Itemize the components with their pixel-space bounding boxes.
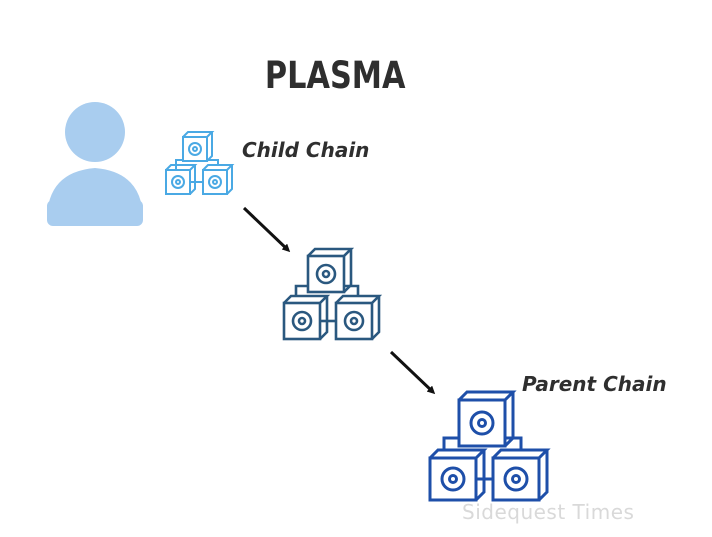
user-icon — [47, 102, 143, 226]
child-chain-label: Child Chain — [242, 138, 370, 162]
diagram-title: PLASMA — [264, 54, 406, 97]
child-chain-blocks-icon — [165, 131, 235, 195]
arrow-icon — [242, 206, 291, 253]
watermark: Sidequest Times — [462, 500, 635, 524]
middle-chain-blocks-icon — [282, 247, 383, 341]
parent-chain-blocks-icon — [428, 390, 551, 502]
parent-chain-label: Parent Chain — [522, 372, 667, 396]
arrow-icon — [389, 350, 436, 395]
